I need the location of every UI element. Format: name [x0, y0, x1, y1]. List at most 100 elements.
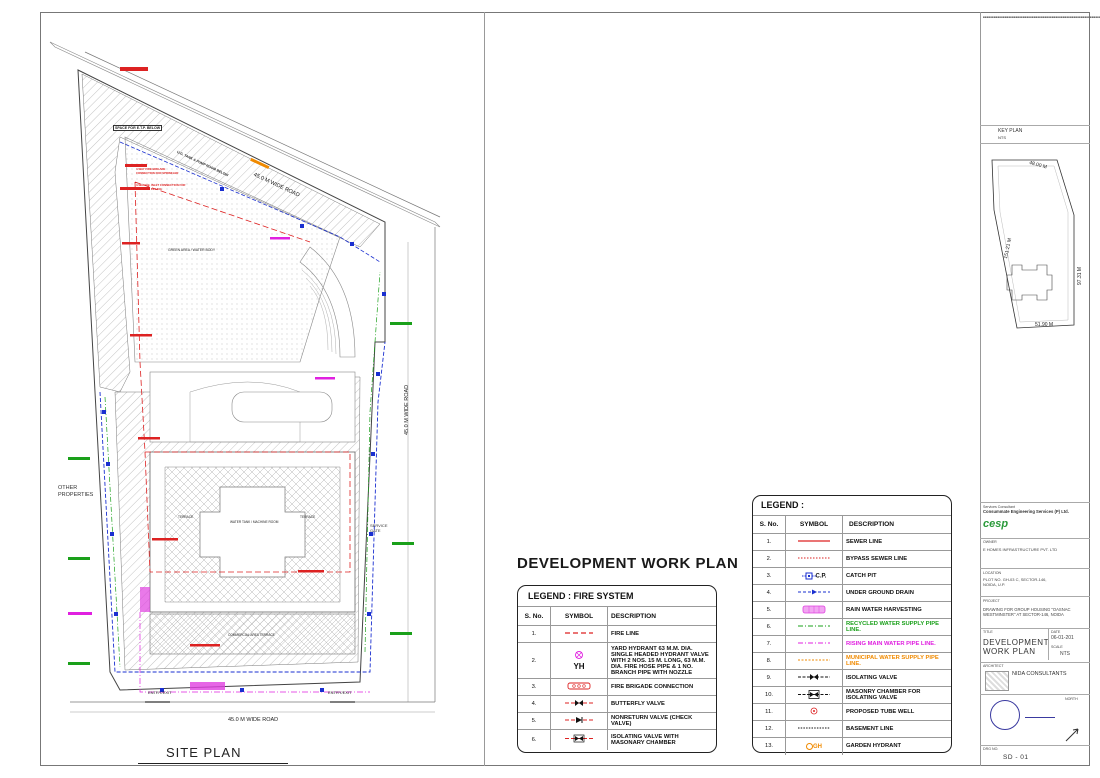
- commercial-terrace-label: COMMERCIAL AREA TERRACE: [228, 633, 275, 637]
- legend-sn: 9.: [753, 669, 786, 687]
- legend-sn: 12.: [753, 720, 786, 738]
- fire-legend-header-symbol: SYMBOL: [550, 606, 608, 626]
- legend-desc: UNDER GROUND DRAIN: [842, 584, 951, 602]
- legend-desc: GARDEN HYDRANT: [842, 737, 951, 755]
- project-label: PROJECT: [983, 599, 1000, 603]
- legend-row: 3. C.P. CATCH PIT: [753, 567, 951, 585]
- fire-legend-title: LEGEND : FIRE SYSTEM: [528, 591, 634, 601]
- legend-desc: RISING MAIN WATER PIPE LINE.: [842, 635, 951, 653]
- legend-row: 6. RECYCLED WATER SUPPLY PIPE LINE.: [753, 618, 951, 636]
- services-consultant-label: Services Consultant: [983, 505, 1015, 509]
- legend-header-sn: S. No.: [753, 515, 786, 534]
- fire-legend-header-sn: S. No.: [518, 606, 551, 626]
- drawing-number-label: DRG NO.: [983, 747, 999, 751]
- divider: [1048, 628, 1049, 660]
- legend-desc: BYPASS SEWER LINE: [842, 550, 951, 568]
- scale-value: NTS: [1060, 651, 1070, 657]
- title-label: TITLE: [983, 630, 993, 634]
- north-arrow-icon: [1065, 728, 1079, 742]
- fire-legend-row: 3. FIRE BRIGADE CONNECTION: [518, 678, 716, 696]
- legend-sn: 2.: [753, 550, 786, 568]
- fire-legend-row: 1. FIRE LINE: [518, 625, 716, 643]
- etp-label: SPACE FOR E.T.P. BELOW: [113, 125, 163, 131]
- signature: [1025, 705, 1055, 718]
- legend-sn: 8.: [753, 652, 786, 670]
- sheet-divider: [484, 12, 485, 766]
- fire-legend-sn: 3.: [518, 678, 551, 696]
- road-label-right: 45.0 M WIDE ROAD: [404, 384, 410, 435]
- key-plan-diagram: [991, 159, 1075, 329]
- key-plan-dim-right: 97.31 M: [1077, 266, 1083, 285]
- title-block-notes: ■■■■■■■■■■■■■■■■■■■■■■■■■■■■■■■■■■■■■■■■…: [983, 15, 1100, 19]
- fire-legend-desc: YARD HYDRANT 63 M.M. DIA. SINGLE HEADED …: [607, 642, 716, 679]
- bypass-sewer-line-symbol: [785, 550, 843, 568]
- terrace-right-label: TERRACE: [300, 515, 316, 519]
- key-plan-label: KEY PLAN: [998, 128, 1023, 134]
- divider: [980, 694, 1090, 695]
- site-plan-label: SITE PLAN: [166, 745, 242, 760]
- date-value: 06-01-201: [1051, 635, 1074, 641]
- location-value: PLOT NO. GH-03 C, SECTOR-146, NOIDA, U.P…: [983, 577, 1047, 587]
- key-plan-dim-bottom: 51.90 M: [1035, 322, 1054, 328]
- fire-legend-header-description: DESCRIPTION: [607, 606, 716, 626]
- tube-well-symbol: [785, 703, 843, 721]
- fire-legend-sn: 6.: [518, 729, 551, 750]
- fire-legend-row: 2. YH YARD HYDRANT 63 M.M. DIA. SINGLE H…: [518, 642, 716, 679]
- architect-name: NIDA CONSULTANTS: [1012, 671, 1067, 677]
- rising-main-line-symbol: [785, 635, 843, 653]
- legend-sn: 11.: [753, 703, 786, 721]
- legend-row: 1. SEWER LINE: [753, 533, 951, 551]
- divider: [980, 538, 1090, 539]
- road-label-bottom: 45.0 M WIDE ROAD: [228, 717, 279, 723]
- legend-header-description: DESCRIPTION: [842, 515, 951, 534]
- legend-desc: SEWER LINE: [842, 533, 951, 551]
- nonreturn-valve-symbol: [550, 712, 608, 730]
- fire-legend-row: 4. BUTTERFLY VALVE: [518, 695, 716, 713]
- legend-desc: CATCH PIT: [842, 567, 951, 585]
- key-plan-scale: NTS: [998, 135, 1006, 140]
- legend-desc: MASONRY CHAMBER FOR ISOLATING VALVE: [842, 686, 951, 704]
- fire-legend-table: S. No. SYMBOL DESCRIPTION 1. FIRE LINE 2…: [518, 606, 716, 750]
- architect-logo: [985, 671, 1009, 691]
- legend-desc: BASEMENT LINE: [842, 720, 951, 738]
- legend-row: 10. MASONRY CHAMBER FOR ISOLATING VALVE: [753, 686, 951, 704]
- fire-legend-sn: 1.: [518, 625, 551, 643]
- fire-legend-row: 6. ISOLATING VALVE WITH MASONARY CHAMBER: [518, 729, 716, 750]
- garden-hydrant-symbol-text: GH: [813, 743, 822, 750]
- services-consultant-name: Consummate Engineering Services (P) Ltd.: [983, 509, 1069, 514]
- yard-hydrant-symbol: YH: [550, 642, 608, 679]
- legend-sn: 13.: [753, 737, 786, 755]
- cesp-logo: cesp: [983, 518, 1009, 530]
- fire-brigade-connection-symbol: [550, 678, 608, 696]
- consultant-seal: [990, 700, 1020, 730]
- isolating-valve-chamber-symbol: [550, 729, 608, 750]
- fire-legend-sn: 4.: [518, 695, 551, 713]
- masonry-chamber-symbol: [785, 686, 843, 704]
- fire-legend-sn: 2.: [518, 642, 551, 679]
- isolating-valve-symbol: [785, 669, 843, 687]
- site-plan-underline: [138, 763, 288, 764]
- legend-sn: 4.: [753, 584, 786, 602]
- legend-row: 2. BYPASS SEWER LINE: [753, 550, 951, 568]
- terrace-left-label: TERRACE: [178, 515, 194, 519]
- legend-desc: RAIN WATER HARVESTING: [842, 601, 951, 619]
- legend-row: 8. MUNICIPAL WATER SUPPLY PIPE LINE.: [753, 652, 951, 670]
- legend-desc: RECYCLED WATER SUPPLY PIPE LINE.: [842, 618, 951, 636]
- date-label: DATE: [1051, 630, 1061, 634]
- garden-hydrant-symbol: GH: [785, 737, 843, 755]
- owner-name: E HOMES INFRASTRUCTURE PVT. LTD: [983, 547, 1058, 552]
- sewer-line-symbol: [785, 533, 843, 551]
- divider: [980, 125, 1090, 126]
- legend-row: 12. BASEMENT LINE: [753, 720, 951, 738]
- project-value: DRAWING FOR GROUP HOUSING "OASNAC WESTMI…: [983, 607, 1071, 618]
- title-value: DEVELOPMENT WORK PLAN: [983, 638, 1049, 656]
- divider: [980, 596, 1090, 597]
- title-block: [980, 12, 1091, 766]
- service-gate-label: SERVICE GATE: [370, 523, 388, 533]
- north-label: NORTH: [1065, 697, 1078, 701]
- other-properties-label: OTHER PROPERTIES: [58, 485, 94, 498]
- green-area-label: GREEN AREA / WATER BODY: [168, 248, 216, 252]
- drawing-number: SD - 01: [1003, 754, 1029, 761]
- legend-sn: 1.: [753, 533, 786, 551]
